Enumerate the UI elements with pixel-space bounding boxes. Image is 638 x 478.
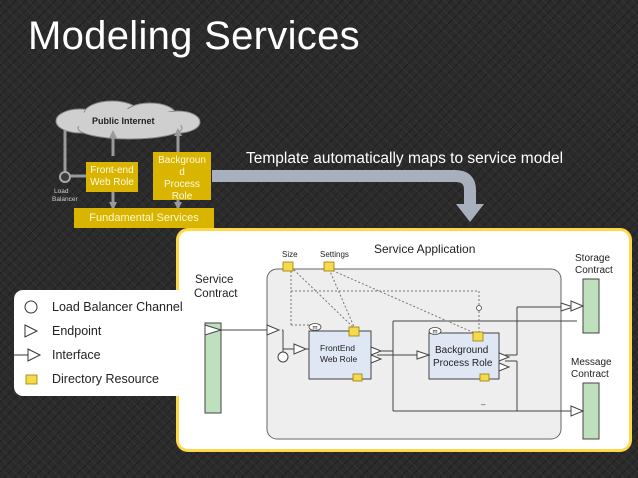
service-contract-bar: [204, 322, 222, 414]
background-process-role-box: Backgroun d Process Role: [153, 152, 211, 200]
load-balancer-icon: [59, 171, 71, 183]
legend-label: Directory Resource: [52, 372, 159, 386]
public-internet-cloud: [55, 100, 201, 140]
storage-contract-label: Contract: [575, 265, 613, 276]
cloud-label: Public Internet: [92, 116, 155, 126]
service-contract-label: Contract: [194, 288, 238, 300]
service-application-container: [266, 268, 562, 440]
circle-icon: [24, 300, 38, 314]
message-contract-label: Contract: [571, 369, 609, 380]
junction-icon: [476, 305, 482, 311]
architecture-diagram: Public Internet: [55, 100, 201, 210]
legend-item: Endpoint: [14, 322, 190, 340]
legend-item: Load Balancer Channel: [14, 298, 190, 316]
role-label-line: Process: [163, 179, 201, 190]
legend-item: Directory Resource: [14, 370, 190, 388]
arrow-up-icon: [109, 130, 117, 138]
endpoint-triangle-icon: [24, 324, 39, 338]
slide-title: Modeling Services: [28, 14, 360, 58]
service-model-diagram: Service Application Size Settings Servic…: [194, 242, 613, 440]
storage-contract-bar: [582, 278, 600, 334]
frontend-role-label: Web Role: [320, 354, 357, 364]
frontend-web-role-box: Front-end Web Role: [86, 162, 138, 192]
instance-marker: [308, 323, 322, 331]
message-contract-label: Message: [571, 357, 612, 368]
dash-mark: –: [481, 400, 486, 409]
lb-line: Load: [54, 188, 69, 195]
directory-resource-icon: [25, 374, 38, 385]
arrow-down-icon: [174, 202, 182, 210]
mapping-arrow: [212, 170, 484, 222]
lb-line: Balancer: [52, 196, 78, 203]
legend-item: Interface: [14, 346, 190, 364]
role-label-line: Backgroun: [158, 155, 206, 166]
connection-lines: [221, 306, 577, 412]
background-role-label: Background: [435, 345, 488, 356]
size-label: Size: [282, 250, 298, 259]
legend-label: Load Balancer Channel: [52, 300, 183, 314]
instance-marker: [428, 327, 442, 335]
load-balancer-label: Load Balancer: [52, 188, 78, 204]
service-application-label: Service Application: [374, 242, 475, 256]
interface-arrow-icon: [14, 348, 42, 362]
service-model-frame: Service Application Size Settings Servic…: [176, 228, 632, 452]
arrow-down-icon: [109, 202, 117, 210]
load-balancer-channel-icon: [277, 351, 289, 363]
role-label-line: d: [179, 167, 185, 178]
legend-panel: Load Balancer Channel Endpoint Interface…: [14, 290, 190, 396]
message-contract-bar: [582, 382, 600, 440]
endpoint-triangles: [204, 300, 585, 417]
service-contract-label: Service: [195, 274, 233, 286]
instance-marker-label: m: [313, 326, 318, 332]
fundamental-services-bar: Fundamental Services: [74, 208, 214, 228]
directory-resource-icons: [282, 261, 490, 382]
background-process-role-node: [428, 332, 500, 380]
background-role-label: Process Role: [433, 358, 493, 369]
frontend-role-label: FrontEnd: [320, 343, 355, 353]
arrow-up-icon: [174, 128, 182, 136]
legend-label: Endpoint: [52, 324, 102, 338]
legend-label: Interface: [52, 348, 101, 362]
slide-subtitle: Template automatically maps to service m…: [246, 150, 564, 167]
storage-contract-label: Storage: [575, 253, 610, 264]
role-label-line: Role: [171, 191, 193, 200]
resource-dotted-lines: [290, 266, 480, 336]
instance-marker-label: m: [433, 330, 438, 336]
arrow-down-icon: [456, 204, 484, 222]
settings-label: Settings: [320, 250, 349, 259]
